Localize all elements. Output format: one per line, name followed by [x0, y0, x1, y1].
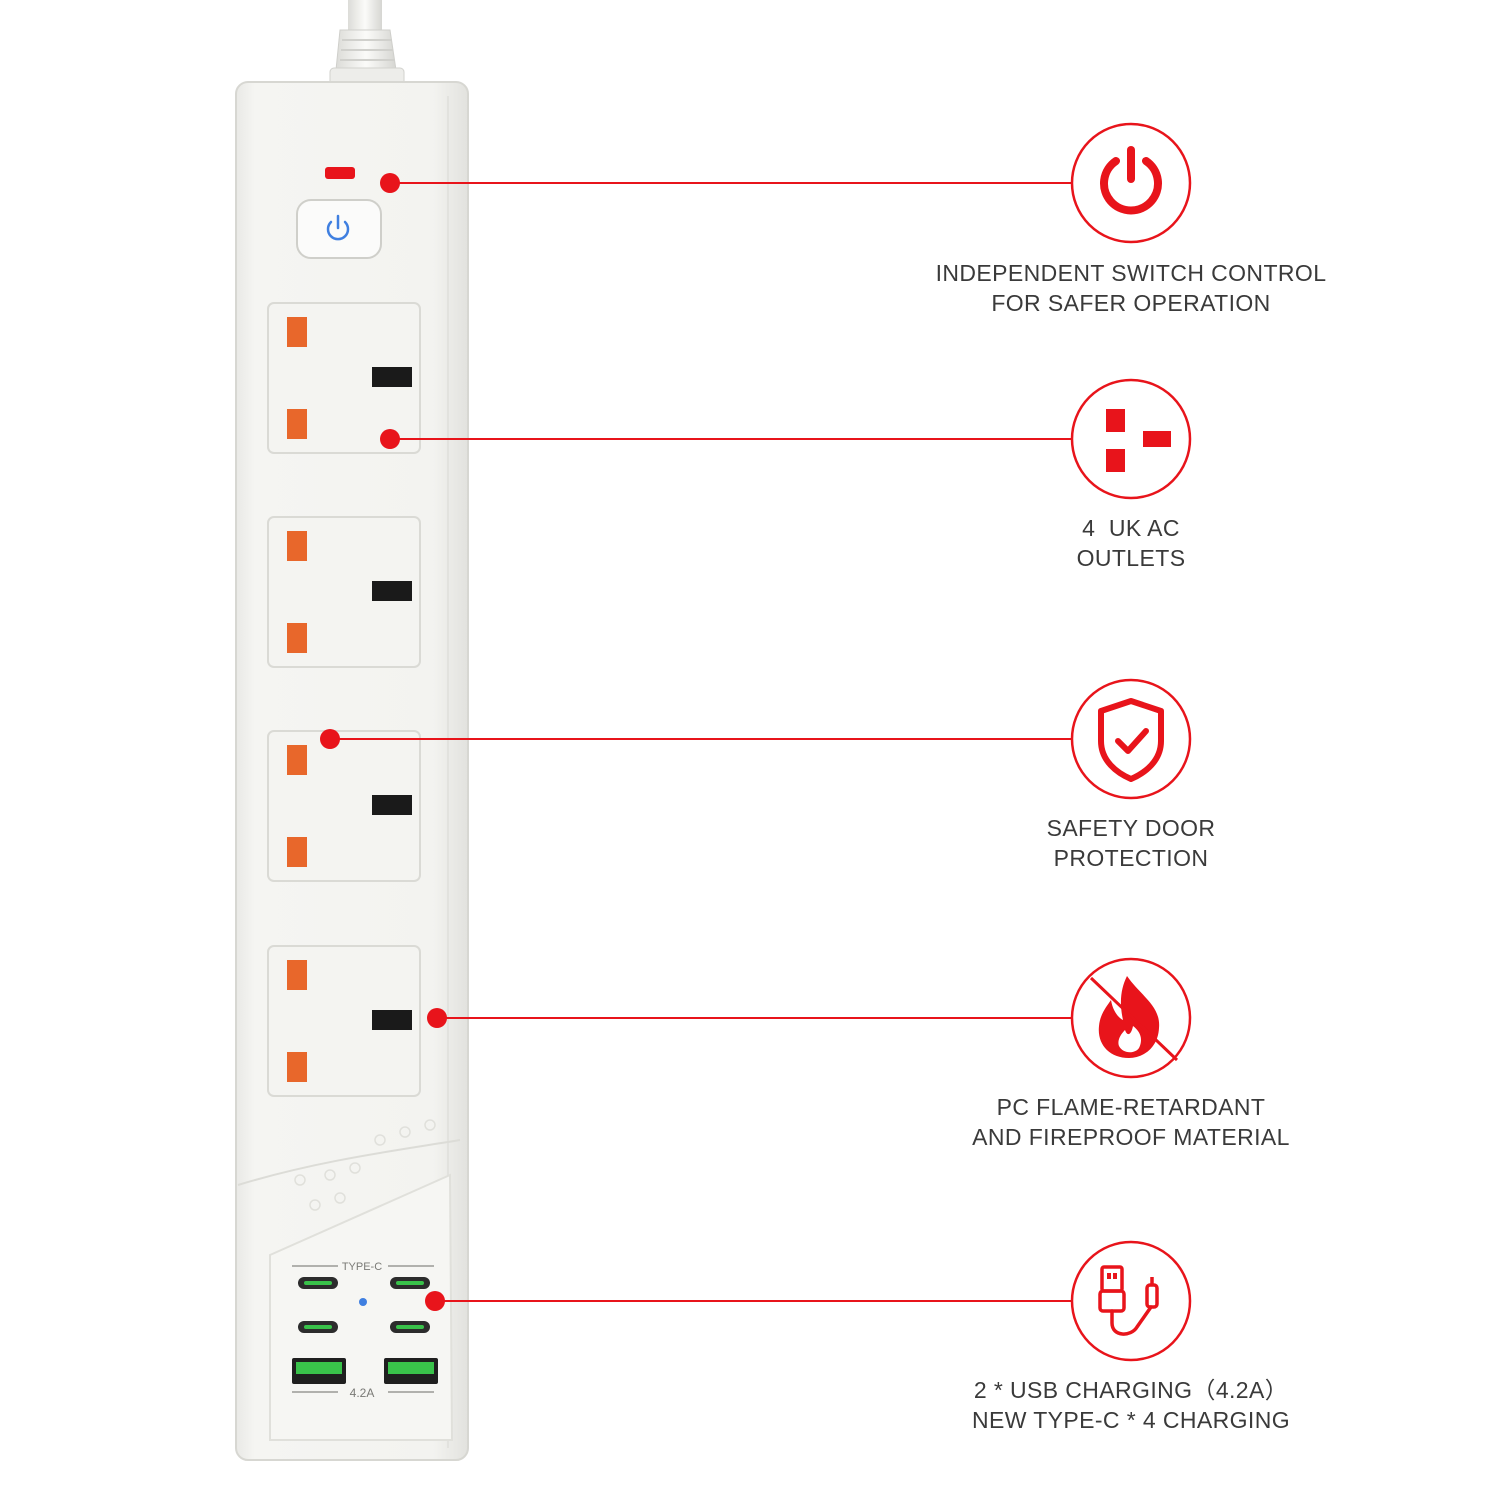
feature-switch-label: INDEPENDENT SWITCH CONTROL FOR SAFER OPE…	[901, 258, 1361, 318]
feature-safety-line1: SAFETY DOOR	[1046, 815, 1216, 841]
socket-earth-pin	[372, 795, 412, 815]
socket-earth-pin	[372, 367, 412, 387]
feature-switch-line2: FOR SAFER OPERATION	[991, 290, 1271, 316]
socket-earth-pin	[372, 1010, 412, 1030]
feature-usb-line2: NEW TYPE-C * 4 CHARGING	[971, 1407, 1291, 1433]
feature-flame-line1: PC FLAME-RETARDANT	[996, 1094, 1266, 1120]
socket-earth-pin	[372, 581, 412, 601]
decorative-pattern	[294, 1119, 436, 1211]
usb-a-port[interactable]	[384, 1358, 438, 1384]
power-indicator-light	[325, 167, 355, 179]
uk-plug-icon	[1070, 378, 1192, 500]
type-c-port[interactable]	[390, 1321, 430, 1333]
power-button-icon	[326, 220, 350, 241]
socket-pin	[287, 623, 307, 653]
socket-pin	[287, 837, 307, 867]
callout-dot	[320, 729, 340, 749]
usb-a-port[interactable]	[292, 1358, 346, 1384]
socket-pin	[287, 531, 307, 561]
socket-pin	[287, 960, 307, 990]
feature-usb-line1: 2 * USB CHARGING（4.2A）	[973, 1377, 1289, 1403]
shield-check-icon	[1070, 678, 1192, 800]
socket-pin	[287, 745, 307, 775]
power-icon	[1070, 122, 1192, 244]
callout-dot	[425, 1291, 445, 1311]
socket-pin	[287, 1052, 307, 1082]
feature-safety-line2: PROTECTION	[1053, 845, 1209, 871]
feature-icons	[1070, 122, 1192, 1362]
feature-outlets-line2: OUTLETS	[1076, 545, 1186, 571]
socket-pin	[287, 409, 307, 439]
usb-rating-label: 4.2A	[350, 1386, 375, 1400]
callout-dot	[427, 1008, 447, 1028]
uk-socket[interactable]	[267, 516, 421, 668]
type-c-port[interactable]	[298, 1277, 338, 1289]
power-cord	[329, 0, 405, 87]
callout-dot	[380, 429, 400, 449]
feature-outlets-line1: 4 UK AC	[1082, 515, 1180, 541]
socket-pin	[287, 317, 307, 347]
feature-safety-label: SAFETY DOOR PROTECTION	[901, 813, 1361, 873]
uk-socket[interactable]	[267, 730, 421, 882]
usb-charging-panel: TYPE-C 4.2A	[292, 1261, 438, 1400]
no-fire-icon	[1070, 957, 1192, 1079]
feature-flame-label: PC FLAME-RETARDANT AND FIREPROOF MATERIA…	[901, 1092, 1361, 1152]
type-c-port[interactable]	[298, 1321, 338, 1333]
uk-socket[interactable]	[267, 302, 421, 454]
usb-cable-icon	[1070, 1240, 1192, 1362]
type-c-port[interactable]	[390, 1277, 430, 1289]
type-c-label: TYPE-C	[342, 1261, 382, 1273]
feature-usb-label: 2 * USB CHARGING（4.2A） NEW TYPE-C * 4 CH…	[901, 1375, 1361, 1435]
feature-flame-line2: AND FIREPROOF MATERIAL	[972, 1124, 1290, 1150]
feature-outlets-label: 4 UK AC OUTLETS	[901, 513, 1361, 573]
feature-switch-line1: INDEPENDENT SWITCH CONTROL	[935, 260, 1327, 286]
callout-dot	[380, 173, 400, 193]
uk-socket[interactable]	[267, 945, 421, 1097]
charging-indicator-light	[359, 1298, 367, 1306]
power-switch-button[interactable]	[296, 199, 382, 259]
